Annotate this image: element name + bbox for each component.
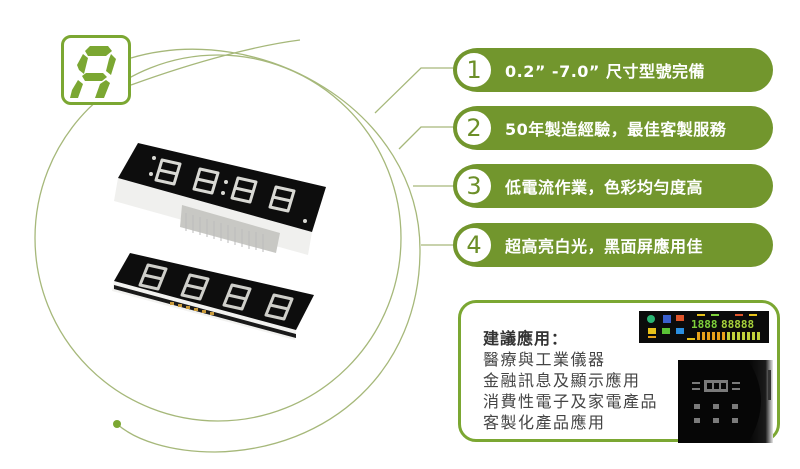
application-item: 醫療與工業儀器 — [483, 350, 606, 369]
rice-cooker-control-panel-image — [678, 360, 773, 443]
seven-segment-digit-icon — [70, 46, 116, 98]
arc-end-dot — [113, 420, 121, 428]
seven-segment-logo — [61, 35, 131, 105]
multicolor-lcd-panel-image: 1888 88888 — [639, 311, 769, 343]
feature-pill-4: 4 超高亮白光，黑面屏應用佳 — [453, 223, 773, 267]
applications-list: 醫療與工業儀器 金融訊息及顯示應用 消費性電子及家電產品 客製化產品應用 — [483, 349, 658, 433]
feature-number-badge: 4 — [453, 224, 495, 266]
application-item: 客製化產品應用 — [483, 413, 606, 432]
applications-box: 建議應用： 醫療與工業儀器 金融訊息及顯示應用 消費性電子及家電產品 客製化產品… — [458, 300, 780, 443]
applications-title: 建議應用： — [483, 329, 569, 348]
four-digit-led-display-image — [112, 143, 326, 340]
feature-pill-3: 3 低電流作業，色彩均勻度高 — [453, 164, 773, 208]
feature-text: 50年製造經驗，最佳客製服務 — [505, 120, 727, 139]
svg-text:1888: 1888 — [691, 318, 718, 331]
feature-text: 0.2” -7.0” 尺寸型號完備 — [505, 62, 706, 81]
application-item: 金融訊息及顯示應用 — [483, 371, 641, 390]
feature-pill-1: 1 0.2” -7.0” 尺寸型號完備 — [453, 48, 773, 92]
feature-number-badge: 1 — [453, 49, 495, 91]
feature-number-badge: 2 — [453, 107, 495, 149]
feature-text: 低電流作業，色彩均勻度高 — [505, 178, 704, 197]
feature-text: 超高亮白光，黑面屏應用佳 — [505, 237, 704, 256]
svg-text:88888: 88888 — [721, 318, 754, 331]
feature-pill-2: 2 50年製造經驗，最佳客製服務 — [453, 106, 773, 150]
application-item: 消費性電子及家電產品 — [483, 392, 659, 411]
feature-number-badge: 3 — [453, 165, 495, 207]
